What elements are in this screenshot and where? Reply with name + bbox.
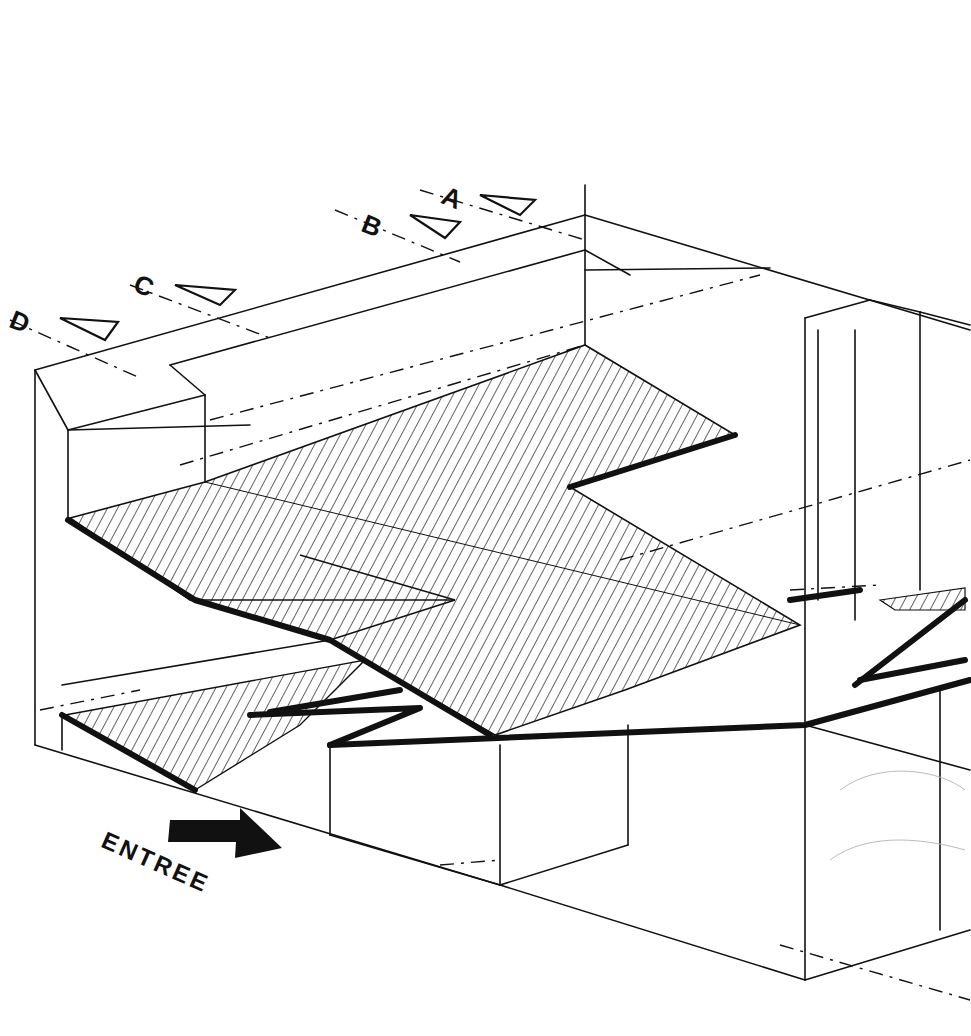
entrance-label: ENTREE bbox=[98, 828, 213, 897]
section-letter: B bbox=[358, 210, 385, 241]
section-letter: D bbox=[6, 306, 33, 337]
section-letter: C bbox=[130, 270, 157, 301]
section-letter: A bbox=[438, 182, 465, 213]
